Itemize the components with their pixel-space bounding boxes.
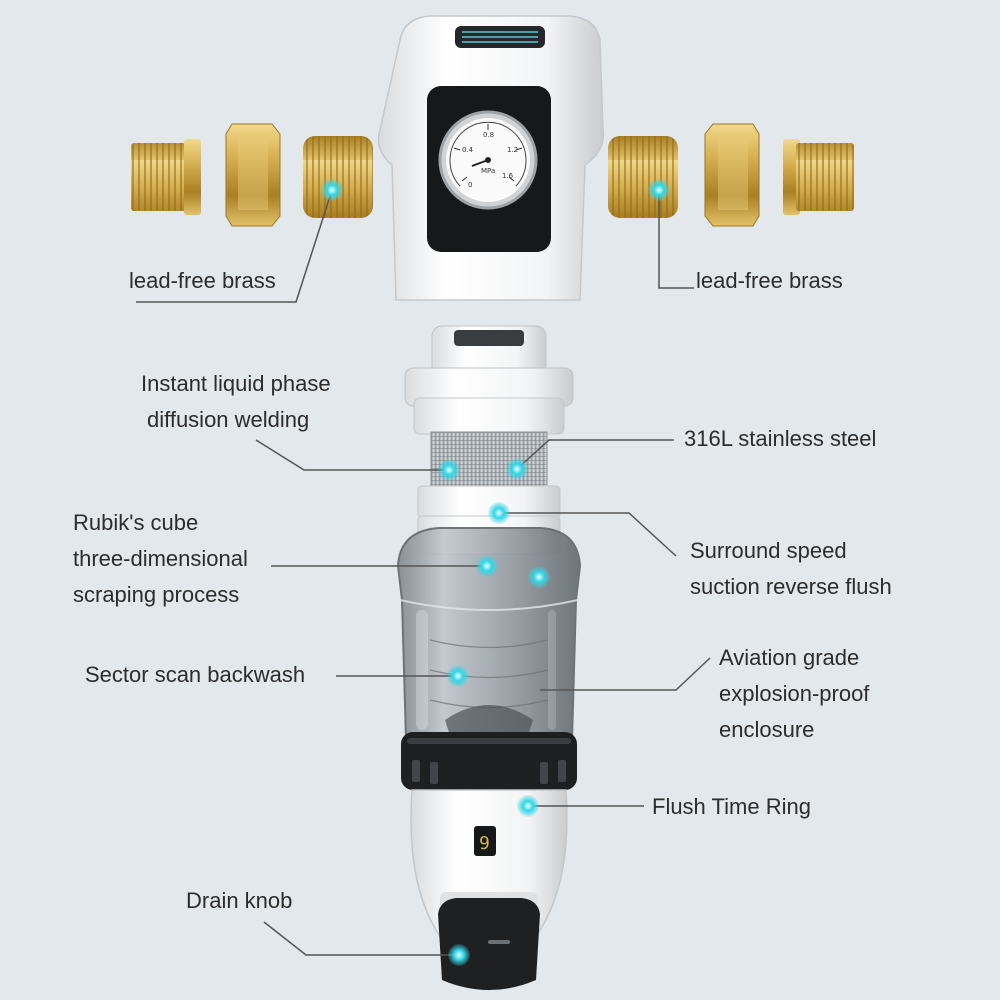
- gauge-scale-0: 0: [468, 181, 472, 189]
- drain-knob-mark: [488, 940, 510, 944]
- label-brass-left-text: lead-free brass: [129, 268, 276, 293]
- flush-ring-highlight: [407, 738, 571, 744]
- label-aviation-line-2: explosion-proof: [719, 681, 870, 706]
- gauge-ticks: [453, 124, 523, 182]
- hotspot-surround: [488, 502, 510, 524]
- brass-hex-nut-left-face: [238, 138, 268, 210]
- label-steel-text: 316L stainless steel: [684, 426, 877, 451]
- hotspot-sector: [447, 665, 469, 687]
- hotspot-brass-right: [648, 179, 670, 201]
- leader-welding: [255, 439, 449, 471]
- label-surround: Surround speed suction reverse flush: [690, 533, 892, 605]
- housing-rim: [399, 599, 579, 611]
- status-window-digit: 9: [479, 833, 490, 854]
- label-aviation-line-3: enclosure: [719, 717, 815, 742]
- label-welding-line-1: Instant liquid phase: [141, 371, 331, 396]
- label-sector-text: Sector scan backwash: [85, 662, 306, 687]
- housing-highlight-right: [548, 610, 556, 730]
- leader-drain: [263, 921, 459, 956]
- hotspot-rubik-2: [528, 566, 550, 588]
- housing-highlight: [416, 610, 428, 730]
- label-rubik-line-1: Rubik's cube: [73, 510, 199, 535]
- leader-lines: [136, 189, 711, 956]
- vent-mesh: [462, 31, 538, 43]
- brass-thread-sleeve-left: [303, 136, 373, 218]
- label-brass-right: lead-free brass: [696, 263, 843, 299]
- leader-surround: [499, 512, 677, 557]
- drain-knob: [438, 898, 540, 990]
- gauge-unit: MPa: [481, 167, 495, 175]
- gauge-scale-08: 0.8: [483, 131, 494, 139]
- brass-fittings-left: [131, 123, 373, 227]
- gauge-scale-12: 1.2: [507, 146, 518, 154]
- brass-thread-sleeve-right: [608, 136, 678, 218]
- hotspot-brass-left: [321, 179, 343, 201]
- brass-nipple-right-collar: [783, 139, 800, 215]
- filter-head: 0 0.4 0.8 1.2 1.6 MPa: [377, 15, 605, 301]
- leader-brass-left: [136, 189, 333, 303]
- label-steel: 316L stainless steel: [684, 421, 876, 457]
- label-drain: Drain knob: [186, 883, 292, 919]
- cartridge-collar-lower: [413, 397, 565, 435]
- hotspot-drain: [448, 944, 470, 966]
- label-flush-ring: Flush Time Ring: [652, 789, 811, 825]
- leader-steel: [516, 439, 674, 470]
- hotspot-rubik: [476, 555, 498, 577]
- status-window: [474, 826, 496, 856]
- lower-body: 9: [410, 789, 568, 991]
- label-aviation-line-1: Aviation grade: [719, 645, 860, 670]
- brass-fittings-right: [608, 123, 854, 227]
- label-surround-line-1: Surround speed: [690, 538, 847, 563]
- label-sector: Sector scan backwash: [85, 657, 305, 693]
- label-brass-right-text: lead-free brass: [696, 268, 843, 293]
- label-welding-line-2: diffusion welding: [147, 407, 310, 432]
- label-brass-left: lead-free brass: [129, 263, 276, 299]
- flush-ring-band: [401, 732, 577, 790]
- flush-ring-grip: [412, 760, 566, 784]
- brass-hex-nut-right: [704, 123, 760, 227]
- hotspot-welding: [438, 459, 460, 481]
- brass-nipple-right: [796, 143, 854, 211]
- label-rubik-line-2: three-dimensional: [73, 546, 248, 571]
- hotspot-dots: [321, 179, 670, 966]
- label-surround-line-2: suction reverse flush: [690, 574, 892, 599]
- leader-aviation: [540, 657, 711, 691]
- label-welding: Instant liquid phase diffusion welding: [141, 366, 331, 438]
- leader-brass-right: [658, 190, 694, 289]
- brass-nipple-left: [131, 143, 191, 211]
- brass-nipple-left-collar: [184, 139, 201, 215]
- filter-cartridge: [404, 325, 574, 555]
- label-flush-ring-text: Flush Time Ring: [652, 794, 811, 819]
- gauge-scale-16: 1.6: [502, 172, 514, 180]
- label-rubik: Rubik's cube three-dimensional scraping …: [73, 505, 248, 613]
- hotspot-steel: [506, 458, 528, 480]
- hotspot-flush-ring: [517, 795, 539, 817]
- label-drain-text: Drain knob: [186, 888, 293, 913]
- label-aviation: Aviation grade explosion-proof enclosure: [719, 640, 869, 748]
- label-rubik-line-3: scraping process: [73, 582, 240, 607]
- flush-time-ring: [401, 732, 577, 790]
- gauge-needle-hub: [485, 157, 491, 163]
- gauge-scale-04: 0.4: [462, 146, 474, 154]
- brass-hex-nut-right-face: [718, 138, 748, 210]
- cartridge-cap-window: [454, 330, 524, 346]
- brass-hex-nut-left: [225, 123, 281, 227]
- gauge-scale-arc: [449, 121, 527, 187]
